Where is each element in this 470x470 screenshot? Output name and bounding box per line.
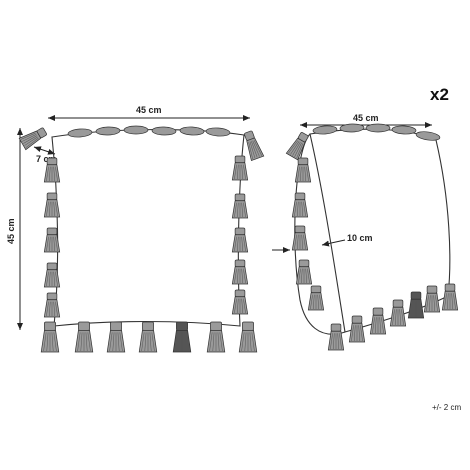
side-bottom-tassel [348,315,366,343]
side-front-tassel [295,259,313,285]
front-bottom-tassel [40,321,60,353]
side-width-label: 45 cm [353,113,379,123]
side-depth-arrow-right [321,239,346,247]
side-top-tassel [415,131,441,141]
front-right-tassel [231,227,249,253]
front-left-tassel [43,292,61,318]
front-tassels [18,125,265,353]
tassel-length-label: 7 cm [36,154,57,164]
front-top-tassel [95,126,121,136]
front-right-tassel [231,193,249,219]
front-bottom-tassel [206,321,226,353]
front-bottom-tassel-dark [172,321,192,353]
front-top-tassel [151,126,177,136]
front-right-tassel [231,259,249,285]
side-bottom-tassel [441,283,459,311]
front-left-tassel [43,192,61,218]
front-corner-tassel-top-right [244,130,265,162]
side-bottom-tassel [369,307,387,335]
side-top-tassel [365,123,391,133]
side-top-tassel [391,125,417,135]
front-corner-tassel-top-left [18,127,47,151]
side-bottom-tassel-dark [407,291,425,319]
quantity-label: x2 [430,85,449,104]
front-cushion-outline [51,129,245,327]
front-bottom-tassel [74,321,94,353]
front-bottom-tassel [238,321,258,353]
front-left-tassel [43,262,61,288]
side-top-tassel [339,123,365,133]
side-front-tassel [291,192,309,218]
side-bottom-tassel [327,323,345,351]
front-bottom-tassel [138,321,158,353]
side-front-tassel [291,225,309,251]
front-left-tassel [43,227,61,253]
side-corner-tassel-top [285,132,309,161]
side-bottom-tassel [389,299,407,327]
side-top-tassel [312,125,338,135]
tolerance-note: +/- 2 cm [432,403,461,412]
front-view: 45 cm 45 cm 7 cm [6,105,265,353]
side-depth-label: 10 cm [347,233,373,243]
front-right-tassel [231,155,249,181]
side-front-tassel [294,157,312,183]
front-top-tassel [179,126,205,136]
front-top-tassel [205,127,231,137]
side-bottom-tassel [423,285,441,313]
tassel-length-dimension-line [33,146,56,155]
front-right-tassel [231,289,249,315]
front-height-label: 45 cm [6,218,16,244]
front-top-tassel [67,128,93,138]
front-left-tassel [43,157,61,183]
side-front-tassel [307,285,325,311]
front-width-label: 45 cm [136,105,162,115]
side-view: 45 cm 10 cm [272,113,459,351]
front-bottom-tassel [106,321,126,353]
front-top-tassel [123,125,149,135]
side-tassels [285,123,459,351]
